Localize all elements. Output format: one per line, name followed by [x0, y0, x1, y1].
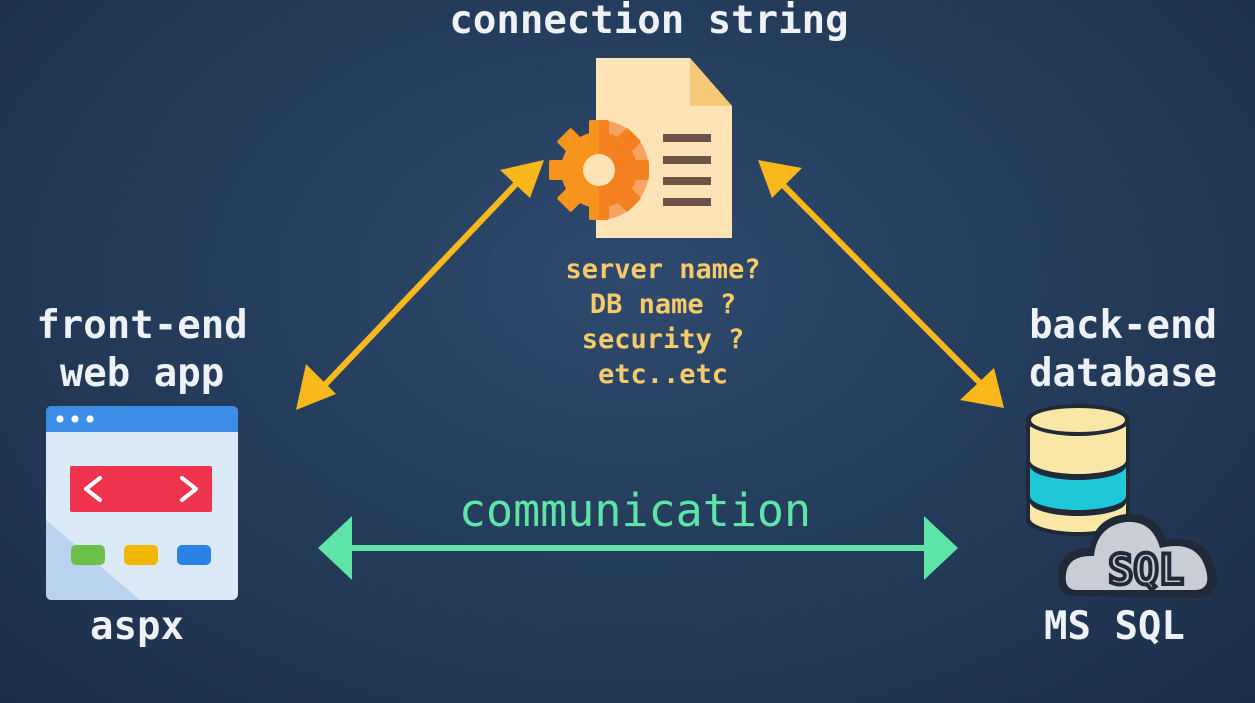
question-etc: etc..etc	[597, 359, 729, 390]
communication-label: communication	[458, 484, 812, 537]
database-icon	[1026, 404, 1130, 536]
frontend-label-line1: front-end	[36, 303, 248, 348]
frontend-tech-label: aspx	[90, 604, 184, 649]
frontend-label-line2: web app	[59, 351, 225, 396]
backend-label-line1: back-end	[1029, 303, 1217, 348]
question-server-name: server name?	[565, 254, 761, 285]
browser-window-icon	[46, 406, 238, 600]
backend-config-arrow	[758, 160, 1004, 408]
backend-label-line2: database	[1029, 351, 1217, 396]
question-db-name: DB name ?	[589, 289, 737, 320]
backend-tech-label: MS SQL	[1044, 604, 1185, 649]
sql-cloud-icon: SQL	[1057, 513, 1218, 598]
diagram-title: connection string	[449, 0, 849, 43]
communication-arrow	[318, 516, 958, 580]
frontend-config-arrow	[296, 160, 544, 410]
frontend-label: front-end web app	[24, 302, 260, 398]
gear-icon	[549, 120, 649, 220]
question-security: security ?	[581, 324, 745, 355]
connection-questions: server name? DB name ? security ? etc..e…	[520, 252, 806, 392]
sql-cloud-text: SQL	[1108, 545, 1184, 594]
backend-label: back-end database	[1012, 302, 1234, 398]
